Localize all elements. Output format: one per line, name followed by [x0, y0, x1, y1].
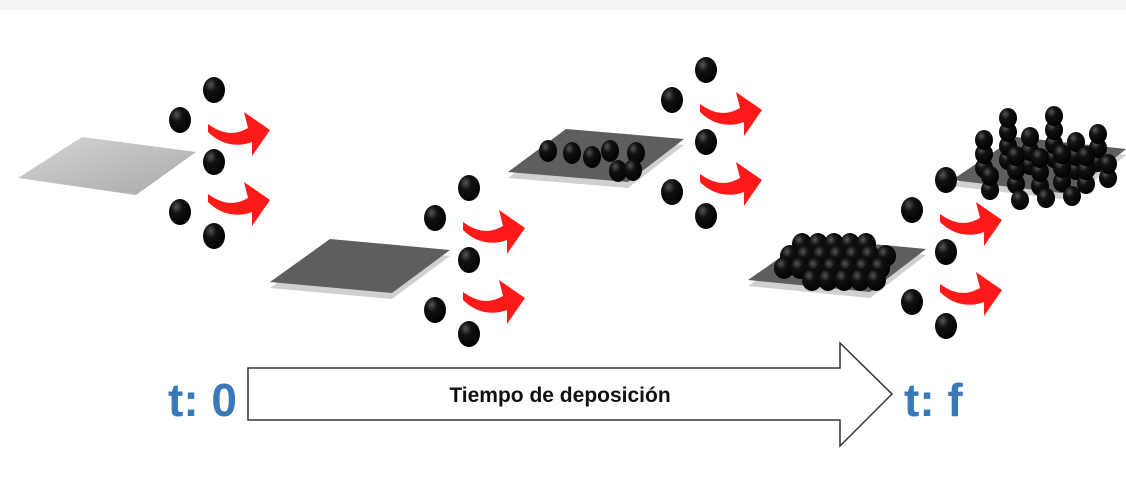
particle: [850, 269, 870, 291]
time-arrow-label: Tiempo de deposición: [449, 384, 670, 407]
column-particle: [1045, 120, 1063, 140]
flux-particle: [169, 199, 191, 225]
top-border: [0, 0, 1126, 10]
column-particle: [999, 108, 1017, 128]
particle: [601, 140, 619, 162]
column-particle: [1007, 174, 1025, 194]
flux-particle: [935, 313, 957, 339]
stage-4-particles: [774, 233, 896, 291]
flux-group: [661, 57, 762, 229]
column-particle: [1011, 190, 1029, 210]
column-particle: [975, 144, 993, 164]
flux-particle: [458, 175, 480, 201]
column-particle: [1067, 132, 1085, 152]
column-particle: [1053, 172, 1071, 192]
column-particle: [1045, 106, 1063, 126]
particle: [624, 159, 642, 181]
particle: [609, 160, 627, 182]
flow-arrow: [940, 202, 1002, 246]
flux-particle: [661, 87, 683, 113]
column-particle: [1077, 160, 1095, 180]
column-particle: [1053, 144, 1071, 164]
column-particle: [1099, 168, 1117, 188]
flux-particle: [695, 129, 717, 155]
flux-particle: [695, 203, 717, 229]
flux-particle: [424, 297, 446, 323]
column-particle: [981, 166, 999, 186]
column-particle: [1031, 162, 1049, 182]
column-particle: [1077, 146, 1095, 166]
flow-arrow: [700, 162, 762, 206]
column-particle: [1007, 146, 1025, 166]
flow-arrow: [208, 182, 270, 226]
start-time-label: t: 0: [168, 374, 237, 426]
column-particle: [1099, 154, 1117, 174]
flux-particle: [901, 197, 923, 223]
particle-flux-groups: [169, 57, 1002, 347]
particle: [866, 269, 886, 291]
particle: [834, 269, 854, 291]
flux-particle: [695, 57, 717, 83]
flux-particle: [661, 179, 683, 205]
flux-particle: [935, 239, 957, 265]
flux-particle: [203, 77, 225, 103]
flux-particle: [203, 149, 225, 175]
column-particle: [1031, 148, 1049, 168]
column-particle: [1007, 160, 1025, 180]
stage-5-particles: [975, 106, 1117, 210]
flux-particle: [935, 167, 957, 193]
flux-group: [901, 167, 1002, 339]
flow-arrow: [208, 112, 270, 156]
particle: [802, 269, 822, 291]
flux-particle: [458, 321, 480, 347]
flow-arrow: [700, 92, 762, 136]
flux-group: [169, 77, 270, 249]
column-particle: [1063, 186, 1081, 206]
flow-arrow: [940, 272, 1002, 316]
particle: [563, 142, 581, 164]
particle: [627, 142, 645, 164]
particle: [818, 269, 838, 291]
flow-arrow: [463, 280, 525, 324]
end-time-label: t: f: [904, 374, 963, 426]
flux-particle: [424, 205, 446, 231]
stage-1-substrate: [18, 137, 196, 195]
flux-particle: [169, 107, 191, 133]
column-particle: [1089, 124, 1107, 144]
column-particle: [981, 180, 999, 200]
stage-3-particles: [539, 140, 645, 182]
particle: [774, 257, 794, 279]
flux-particle: [458, 247, 480, 273]
flux-group: [424, 175, 525, 347]
column-particle: [999, 122, 1017, 142]
flux-particle: [203, 223, 225, 249]
stage-2-substrate: [270, 239, 450, 299]
column-particle: [1077, 174, 1095, 194]
column-particle: [1037, 188, 1055, 208]
column-particle: [975, 130, 993, 150]
time-arrow: [247, 341, 894, 448]
flow-arrow: [463, 210, 525, 254]
column-particle: [1021, 127, 1039, 147]
column-particle: [1053, 158, 1071, 178]
particle: [539, 140, 557, 162]
flux-particle: [901, 289, 923, 315]
particle: [583, 146, 601, 168]
